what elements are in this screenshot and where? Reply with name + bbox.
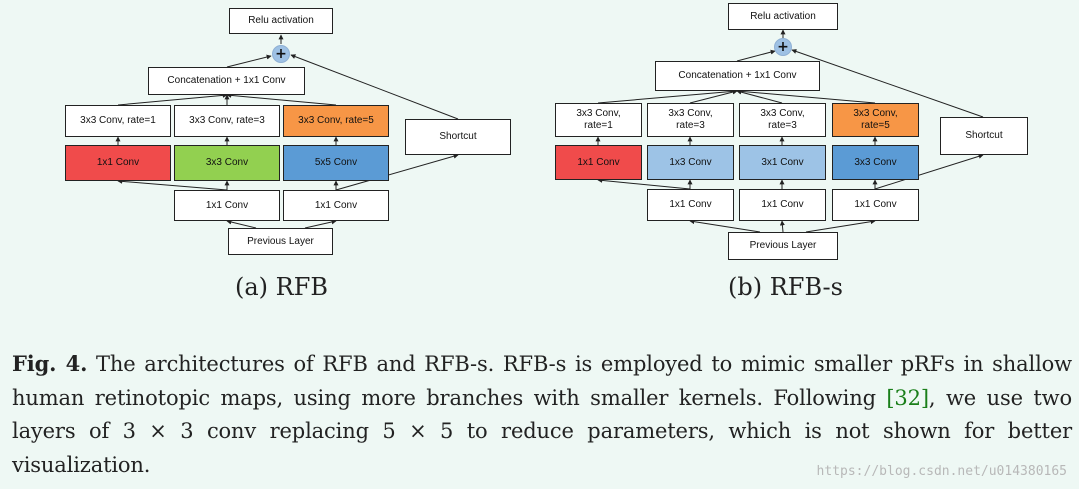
rfb-s-branch-conv-1: 3x3 Conv, rate=1 [555,103,642,137]
watermark-url: https://blog.csdn.net/u014380165 [816,464,1067,479]
rfb-reduce-conv-1: 1x1 Conv [174,190,280,221]
rfb-reduce-conv-2: 1x1 Conv [283,190,389,221]
rfb-s-relu-activation-box: Relu activation [728,3,838,30]
caption-text-part-1: The architectures of RFB and RFB-s. RFB-… [12,352,1072,410]
rfb-s-kernel-conv-1: 1x1 Conv [555,145,642,180]
rfb-subcaption: (a) RFB [235,273,329,301]
rfb-branch-conv-1: 3x3 Conv, rate=1 [65,105,171,137]
rfb-s-kernel-conv-3: 3x1 Conv [739,145,826,180]
rfb-kernel-conv-2: 3x3 Conv [174,145,280,181]
rfb-previous-layer-box: Previous Layer [228,228,333,255]
rfb-s-add-node: + [774,38,792,56]
rfb-s-subcaption: (b) RFB-s [728,273,843,301]
rfb-relu-activation-box: Relu activation [229,8,333,34]
rfb-branch-conv-2: 3x3 Conv, rate=3 [174,105,280,137]
figure-label: Fig. 4. [12,351,88,376]
rfb-kernel-conv-1: 1x1 Conv [65,145,171,181]
rfb-add-node: + [272,45,290,63]
rfb-kernel-conv-3: 5x5 Conv [283,145,389,181]
citation-link[interactable]: [32] [886,385,929,410]
rfb-shortcut-box: Shortcut [405,119,511,155]
figure-caption: Fig. 4. The architectures of RFB and RFB… [12,347,1072,482]
rfb-s-kernel-conv-4: 3x3 Conv [832,145,919,180]
rfb-s-shortcut-box: Shortcut [940,117,1028,155]
rfb-s-reduce-conv-2: 1x1 Conv [739,189,826,221]
connection-arrows [115,29,984,233]
rfb-s-kernel-conv-2: 1x3 Conv [647,145,734,180]
caption-text-part-2: , we use two layers of 3 × 3 conv replac… [12,385,1072,477]
rfb-branch-conv-3: 3x3 Conv, rate=5 [283,105,389,137]
rfb-concat-box: Concatenation + 1x1 Conv [148,67,305,95]
rfb-s-branch-conv-3: 3x3 Conv, rate=3 [739,103,826,137]
rfb-s-previous-layer-box: Previous Layer [728,232,838,260]
rfb-s-concat-box: Concatenation + 1x1 Conv [655,61,820,91]
rfb-s-branch-conv-2: 3x3 Conv, rate=3 [647,103,734,137]
rfb-s-branch-conv-4: 3x3 Conv, rate=5 [832,103,919,137]
rfb-s-reduce-conv-1: 1x1 Conv [647,189,734,221]
rfb-s-reduce-conv-3: 1x1 Conv [832,189,919,221]
